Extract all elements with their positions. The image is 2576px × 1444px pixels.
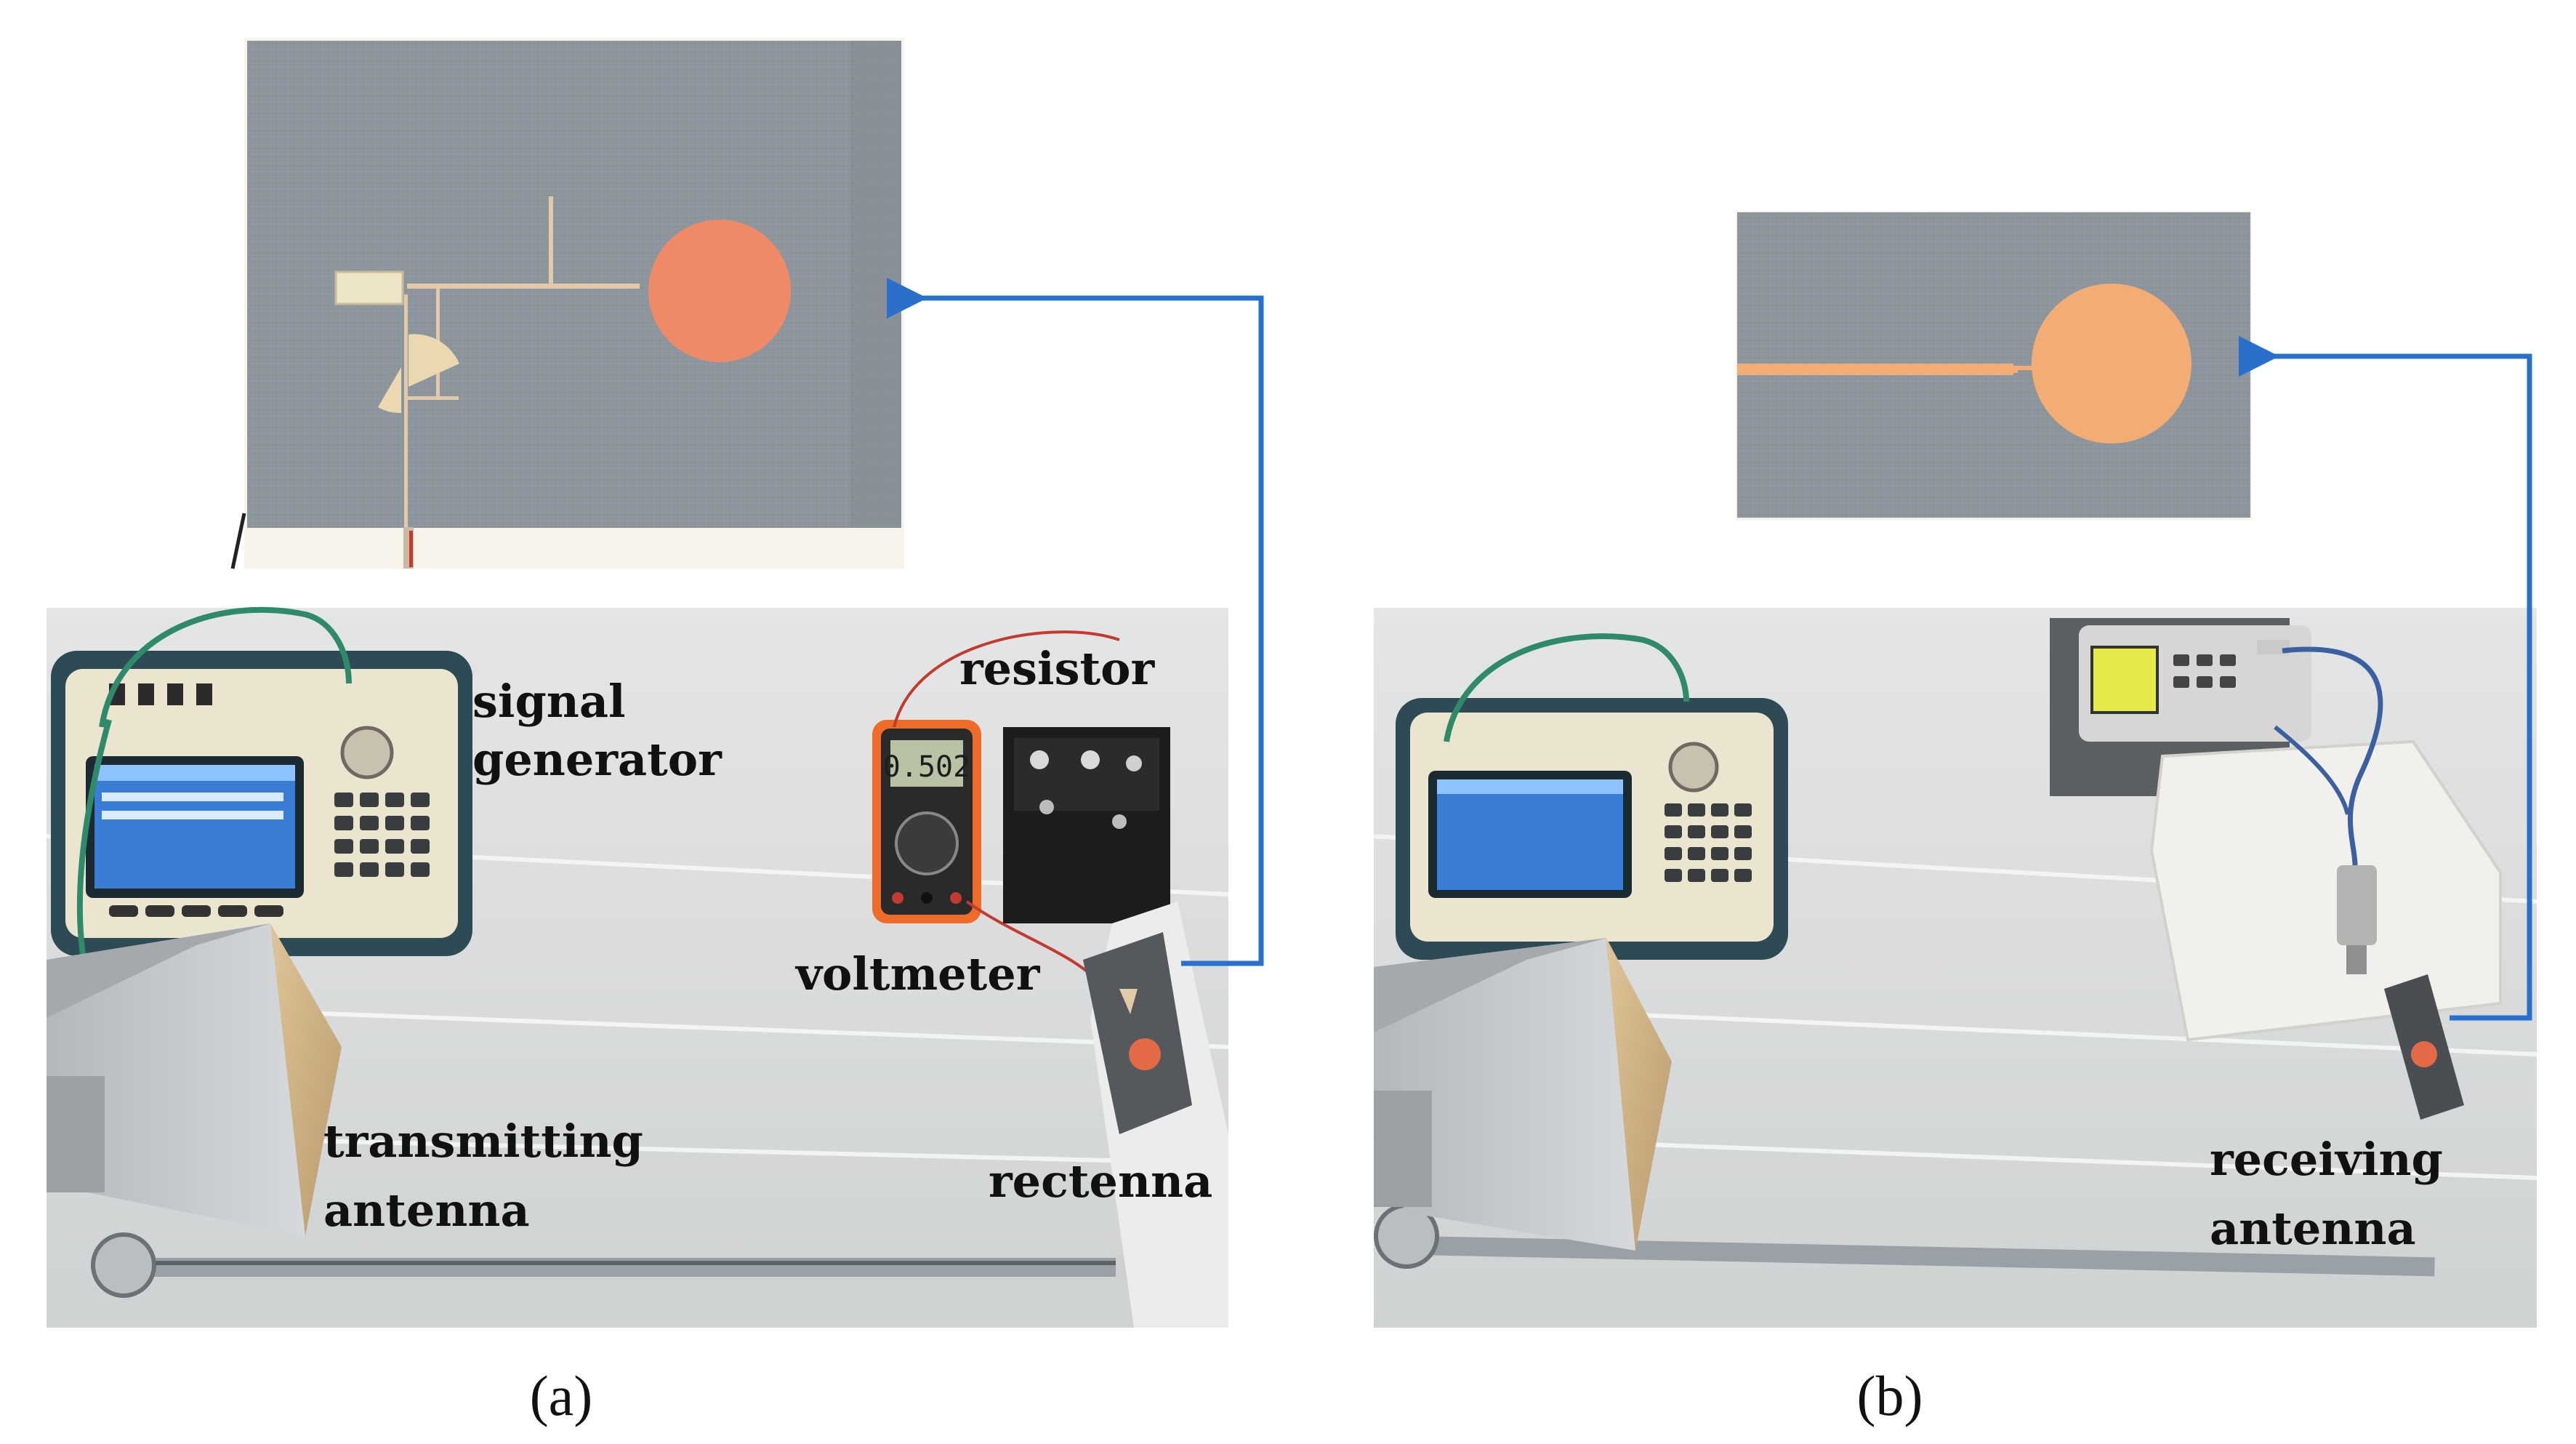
label-receiving: receiving: [2210, 1133, 2443, 1186]
label-receiving-antenna: antenna: [2210, 1202, 2416, 1255]
signal-generator: [51, 651, 472, 956]
photo-a: 0.502: [46, 606, 1229, 1328]
label-resistor: resistor: [959, 642, 1155, 695]
caption-a: (a): [529, 1364, 593, 1427]
rectenna-patch: [648, 220, 791, 362]
transmitting-horn-antenna-b: [1374, 938, 1672, 1251]
receiving-patch: [2032, 284, 2191, 444]
photo-b: [1373, 608, 2537, 1328]
label-signal: signal: [472, 675, 626, 728]
voltmeter-multimeter: 0.502: [872, 720, 981, 923]
transmitting-horn-antenna: [47, 923, 342, 1236]
rectenna-in-setup: [1083, 902, 1228, 1328]
rectenna-board: [230, 38, 904, 569]
receiving-antenna-in-setup: [2384, 974, 2464, 1120]
receiving-board: [1736, 211, 2252, 521]
arrow-a: [887, 278, 1264, 966]
caption-b: (b): [1856, 1364, 1923, 1427]
signal-generator-b: [1396, 698, 1788, 960]
label-transmitting: transmitting: [323, 1115, 643, 1168]
label-voltmeter: voltmeter: [796, 947, 1040, 1000]
label-generator: generator: [472, 733, 722, 786]
foam-block: [2149, 739, 2502, 1042]
arrow-b: [2239, 336, 2532, 1021]
multimeter-reading: 0.502: [883, 750, 970, 784]
label-transmitting-antenna: antenna: [323, 1184, 530, 1237]
resistor-box: [1003, 727, 1170, 923]
label-rectenna: rectenna: [989, 1155, 1213, 1208]
